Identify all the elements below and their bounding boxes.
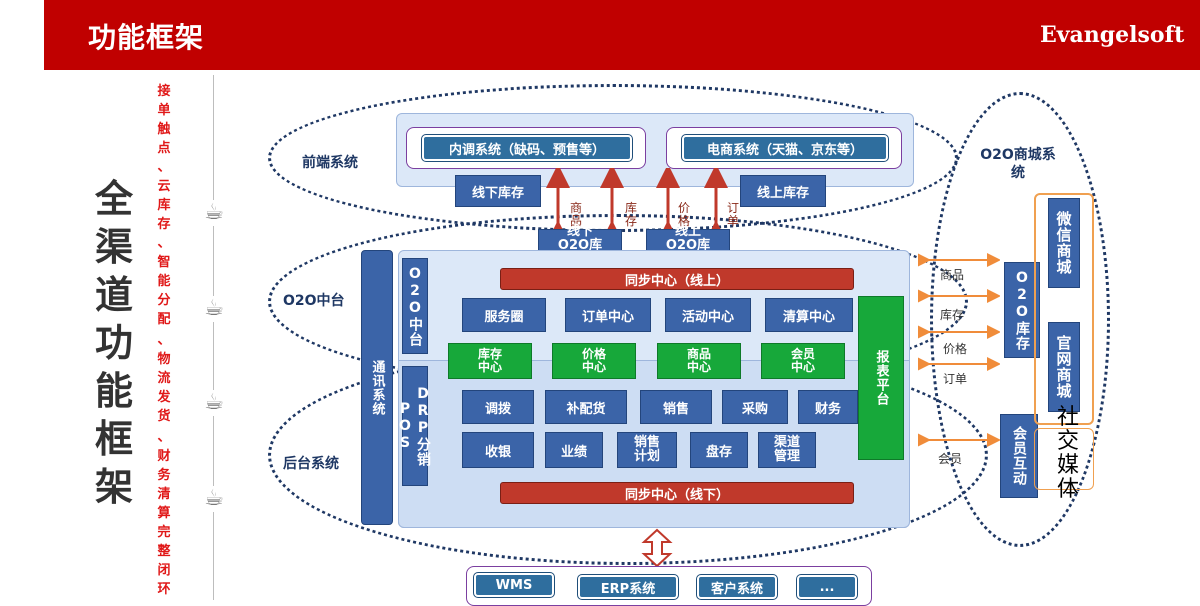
transfer-box: 调拨 xyxy=(462,390,534,424)
front-arrows xyxy=(546,168,728,240)
finance-box: 财务 xyxy=(798,390,858,424)
ecommerce-system-box: 电商系统（天猫、京东等） xyxy=(681,134,889,162)
coffee-cup-icon: ☕ xyxy=(198,200,230,226)
sync-center-offline: 同步中心（线下） xyxy=(500,482,854,504)
member-interaction-box: 会员互动 xyxy=(1000,414,1038,498)
arrow-label-product: 商品 xyxy=(569,201,582,228)
official-mall-box: 官网商城 xyxy=(1048,322,1080,412)
cashier-box: 收银 xyxy=(462,432,534,468)
comm-system-bar: 通讯系统 xyxy=(361,250,393,525)
page-title: 功能框架 xyxy=(88,21,205,54)
right-flow-arrows xyxy=(918,253,1000,447)
social-media-text: 社交媒体 xyxy=(1056,405,1079,502)
sales-box: 销售 xyxy=(640,390,712,424)
mall-frame xyxy=(1034,193,1094,425)
red-vertical-text-5: 、财务清算完整闭环 xyxy=(157,430,171,597)
member-center-box: 会员中心 xyxy=(761,343,845,379)
wms-box: WMS xyxy=(473,572,555,598)
performance-box: 业绩 xyxy=(545,432,603,468)
channel-mgmt-box: 渠道管理 xyxy=(758,432,816,468)
activity-center-box: 活动中心 xyxy=(665,298,751,332)
price-center-box: 价格中心 xyxy=(552,343,636,379)
double-arrow-icon xyxy=(641,528,673,568)
red-vertical-text-2: 、云库存 xyxy=(157,160,171,232)
o2o-middle-side-label: O2O中台 xyxy=(402,258,428,354)
online-stock-box: 线上库存 xyxy=(740,175,826,207)
replenish-box: 补配货 xyxy=(545,390,627,424)
arrow-label-price: 价格 xyxy=(677,201,690,228)
stock-center-box: 库存中心 xyxy=(448,343,532,379)
flow-label-stock: 库存 xyxy=(940,308,965,322)
timeline-line xyxy=(213,75,214,600)
red-vertical-text-4: 、物流发货 xyxy=(157,333,171,424)
red-vertical-text-3: 、智能分配 xyxy=(157,236,171,327)
offline-stock-box: 线下库存 xyxy=(455,175,541,207)
arrow-label-stock: 库存 xyxy=(624,201,637,228)
sync-center-online: 同步中心（线上） xyxy=(500,268,854,290)
flow-label-order: 订单 xyxy=(943,372,968,386)
coffee-cup-icon: ☕ xyxy=(198,390,230,416)
o2o-mall-title: O2O商城系统 xyxy=(980,147,1056,181)
erp-box: ERP系统 xyxy=(577,574,679,600)
inventory-box: 盘存 xyxy=(690,432,748,468)
red-vertical-text-1: 接单触点 xyxy=(157,84,171,156)
drp-pos-side-label: DRP分销POS xyxy=(397,366,431,486)
service-circle-box: 服务圈 xyxy=(462,298,546,332)
o2o-middle-label: O2O中台 xyxy=(283,293,345,309)
back-system-label: 后台系统 xyxy=(283,456,339,472)
purchase-box: 采购 xyxy=(722,390,788,424)
order-center-box: 订单中心 xyxy=(565,298,651,332)
brand-logo-text: Evangelsoft xyxy=(1040,22,1185,48)
wechat-mall-box: 微信商城 xyxy=(1048,198,1080,288)
sales-plan-box: 销售计划 xyxy=(617,432,677,468)
flow-label-member: 会员 xyxy=(938,452,963,466)
vertical-main-title: 全渠道功能框架 xyxy=(94,176,133,509)
o2o-mall-ellipse xyxy=(930,92,1110,547)
header-bar xyxy=(44,0,1200,70)
front-system-label: 前端系统 xyxy=(302,155,358,171)
settlement-center-box: 清算中心 xyxy=(765,298,853,332)
flow-label-price: 价格 xyxy=(943,342,968,356)
coffee-cup-icon: ☕ xyxy=(198,296,230,322)
inner-system-box: 内调系统（缺码、预售等） xyxy=(421,134,633,162)
ellipsis-box: ... xyxy=(796,574,858,600)
customer-system-box: 客户系统 xyxy=(696,574,778,600)
social-frame xyxy=(1034,428,1094,490)
product-center-box: 商品中心 xyxy=(657,343,741,379)
coffee-cup-icon: ☕ xyxy=(198,486,230,512)
report-platform-box: 报表平台 xyxy=(858,296,904,460)
flow-label-product: 商品 xyxy=(940,268,965,282)
arrow-label-order: 订单 xyxy=(726,201,739,228)
